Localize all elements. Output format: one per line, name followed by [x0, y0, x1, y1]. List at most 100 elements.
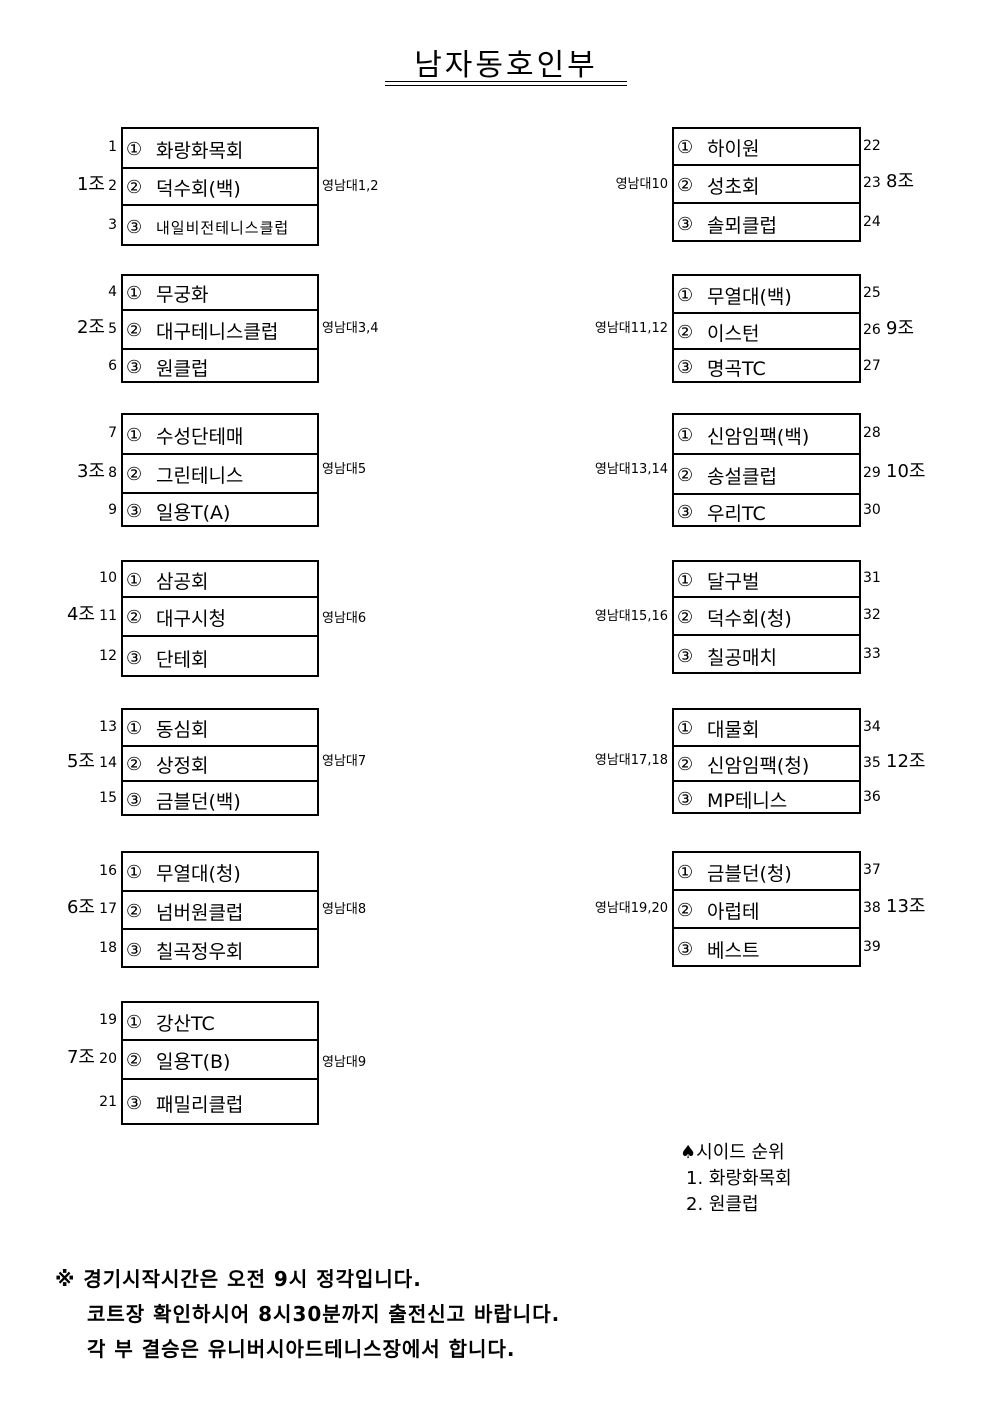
rank-marker: ③	[677, 213, 694, 235]
team-name: 패밀리클럽	[156, 1094, 244, 1116]
rank-marker: ③	[126, 216, 143, 238]
court-label: 영남대10	[615, 176, 668, 192]
team-number: 24	[863, 214, 881, 230]
team-number: 10	[99, 570, 117, 586]
team-name: 대구시청	[156, 608, 226, 630]
team-name: 무궁화	[156, 284, 209, 306]
team-name: 칠곡정우회	[156, 940, 244, 963]
court-label: 영남대11,12	[594, 320, 668, 336]
team-name: 아럽테	[707, 900, 760, 923]
team-row: ③ 우리TC	[674, 493, 859, 529]
team-name: 무열대(백)	[707, 285, 792, 308]
team-number: 14	[99, 754, 117, 771]
team-name: MP테니스	[707, 789, 788, 812]
rank-marker: ②	[677, 899, 694, 921]
team-number: 34	[863, 718, 881, 735]
group-label: 13조	[886, 896, 926, 917]
rank-marker: ②	[126, 754, 143, 775]
team-name: 넘버원클럽	[156, 901, 244, 924]
team-name: 일용T(A)	[156, 502, 231, 524]
group-label: 10조	[886, 461, 926, 482]
court-label: 영남대5	[322, 462, 367, 477]
title-underline-double	[385, 85, 627, 86]
team-number: 19	[99, 1012, 117, 1028]
group-label: 2조	[76, 316, 105, 338]
team-row: ① 신암임팩(백)	[674, 415, 859, 455]
team-number: 13	[99, 718, 117, 735]
notice-line: 코트장 확인하시어 8시30분까지 출전신고 바랍니다.	[87, 1302, 561, 1326]
team-number: 26	[863, 322, 881, 338]
rank-marker: ②	[677, 754, 694, 775]
team-name: 원클럽	[156, 358, 209, 380]
seed-heading: ♠시이드 순위	[680, 1142, 785, 1163]
team-name: 일용T(B)	[156, 1051, 231, 1073]
team-name: 삼공회	[156, 570, 209, 593]
rank-marker: ②	[677, 606, 694, 628]
team-row: ② 아럽테	[674, 889, 859, 929]
rank-marker: ②	[126, 320, 143, 341]
team-name: 수성단테매	[156, 425, 244, 448]
team-name: 하이원	[707, 138, 760, 160]
rank-marker: ①	[126, 1011, 143, 1033]
rank-marker: ③	[677, 938, 694, 960]
team-name: 신암임팩(백)	[707, 425, 810, 448]
group-label: 9조	[886, 318, 915, 339]
team-number: 6	[108, 357, 117, 374]
team-name: 성초회	[707, 175, 760, 198]
team-name: 대구테니스클럽	[156, 321, 279, 343]
team-name: 베스트	[707, 939, 760, 962]
rank-marker: ②	[677, 174, 694, 196]
team-row: ① 대물회	[674, 710, 859, 747]
rank-marker: ②	[126, 900, 143, 922]
rank-marker: ③	[677, 501, 694, 523]
team-name: 우리TC	[707, 502, 766, 525]
rank-marker: ②	[126, 177, 143, 198]
rank-marker: ①	[677, 718, 694, 739]
notice-line: 각 부 결승은 유니버시아드테니스장에서 합니다.	[87, 1337, 516, 1361]
seed-item: 1. 화랑화목회	[686, 1168, 792, 1189]
team-number: 5	[108, 320, 117, 337]
team-row: ② 대구테니스클럽	[123, 309, 317, 350]
rank-marker: ①	[126, 424, 143, 446]
team-number: 35	[863, 754, 881, 771]
group-label: 7조	[66, 1046, 95, 1068]
team-name: 솔뫼클럽	[707, 214, 777, 237]
team-number: 2	[108, 177, 117, 194]
team-name: 대물회	[707, 719, 760, 741]
team-number: 8	[108, 464, 117, 481]
rank-marker: ③	[126, 357, 143, 378]
team-name: 명곡TC	[707, 358, 766, 380]
rank-marker: ①	[677, 569, 694, 591]
team-name: 칠공매치	[707, 646, 777, 669]
team-name: 금블던(백)	[156, 790, 241, 813]
seed-item: 2. 원클럽	[686, 1194, 759, 1215]
page-title: 남자동호인부	[414, 48, 598, 83]
team-number: 32	[863, 607, 881, 623]
rank-marker: ①	[677, 424, 694, 446]
group-label: 3조	[76, 460, 105, 482]
team-number: 36	[863, 789, 881, 805]
court-label: 영남대3,4	[322, 320, 379, 336]
team-row: ② 성초회	[674, 164, 859, 204]
rank-marker: ①	[126, 718, 143, 739]
court-label: 영남대13,14	[594, 462, 668, 477]
team-name: 무열대(청)	[156, 863, 241, 885]
court-label: 영남대15,16	[594, 609, 668, 624]
